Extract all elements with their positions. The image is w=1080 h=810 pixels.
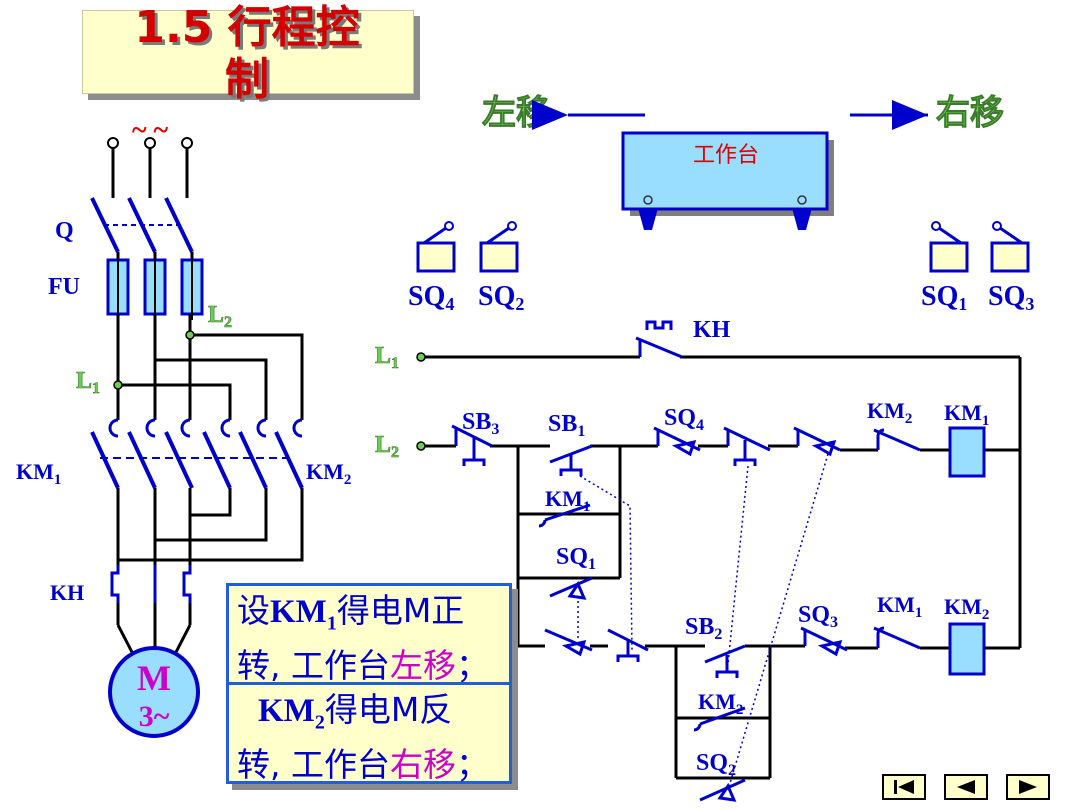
label-sq2-top: SQ2 — [478, 281, 524, 314]
button-sb1 — [549, 444, 593, 476]
contact-sb1-nc — [607, 628, 649, 662]
contact-km1-interlock — [873, 626, 921, 650]
label-sb1: SB1 — [548, 411, 585, 440]
motor-label-m: M — [137, 658, 171, 698]
work-table-diagram: 左移 右移 工作台 SQ4 SQ2 SQ1 SQ3 — [408, 93, 1034, 314]
label-l2-control: L2 — [375, 432, 399, 461]
label-km1-hold: KM1 — [545, 486, 590, 515]
label-km2-power: KM2 — [306, 459, 351, 488]
motor-m: M 3~ — [108, 646, 200, 738]
thermal-relay-kh — [110, 565, 192, 603]
label-l1-power: L1 — [76, 368, 100, 397]
label-km2-interlock: KM2 — [867, 398, 912, 427]
label-sq4-control: SQ4 — [664, 405, 704, 434]
label-sq1-top: SQ1 — [921, 281, 967, 314]
contact-sq4 — [653, 426, 701, 457]
label-l2-power: L2 — [208, 302, 232, 331]
limit-switch-sq2 — [479, 221, 519, 273]
label-km2-coil: KM2 — [944, 594, 989, 623]
coil-km2 — [948, 622, 986, 676]
label-fu: FU — [48, 274, 80, 300]
label-sq3-top: SQ3 — [988, 281, 1034, 314]
label-km1-interlock: KM1 — [877, 592, 922, 621]
fuses-fu — [106, 254, 204, 320]
label-right-move: 右移 — [936, 93, 1004, 133]
workbench-box — [621, 131, 829, 211]
coil-km1 — [948, 426, 986, 478]
contact-sq2-rung2 — [544, 628, 593, 657]
label-left-move: 左移 — [482, 93, 550, 133]
power-circuit: ~ ~ Q — [16, 115, 351, 738]
title-line-1: 1.5 行程控 — [134, 2, 360, 53]
label-kh-power: KH — [50, 580, 84, 605]
label-km1-coil: KM1 — [944, 400, 989, 429]
label-l1-control: L1 — [375, 343, 399, 372]
motor-label-3phase: 3~ — [139, 700, 170, 733]
label-sq4-top: SQ4 — [408, 281, 454, 314]
note-km1-forward: 设KM1得电M正 转, 工作台左移； — [226, 583, 512, 685]
contact-km1-hold — [538, 503, 591, 528]
contact-sq3-rung1 — [793, 426, 841, 457]
previous-slide-button[interactable] — [944, 774, 988, 800]
label-sb3: SB3 — [462, 409, 499, 438]
limit-switch-sq1 — [929, 221, 969, 273]
km1-main-contacts — [90, 431, 194, 489]
button-sb2 — [704, 644, 746, 678]
label-kh-control: KH — [693, 317, 731, 343]
limit-switch-sq3 — [990, 221, 1030, 273]
contact-km2-interlock — [873, 428, 921, 452]
contact-sq2 — [699, 778, 746, 802]
contact-arcs — [108, 418, 303, 438]
label-km2-hold: KM2 — [698, 689, 743, 718]
supply-terminals — [107, 137, 193, 149]
title-line-2: 制 — [225, 54, 269, 105]
mechanical-linkages — [577, 453, 829, 791]
limit-switch-sq4 — [416, 221, 456, 273]
contact-sb2-nc — [723, 426, 771, 466]
note-km2-reverse: KM2得电M反 转, 工作台右移； — [226, 682, 512, 784]
label-sb2: SB2 — [685, 614, 722, 643]
first-slide-button[interactable] — [882, 774, 926, 800]
contact-km2-hold — [693, 706, 746, 732]
label-km1-power: KM1 — [16, 459, 61, 488]
page-title: 1.5 行程控 制 — [82, 2, 412, 106]
km2-main-contacts — [202, 431, 304, 489]
label-sq1-control: SQ1 — [556, 544, 596, 573]
kh-nc-contact — [635, 320, 683, 359]
label-sq3-control: SQ3 — [798, 602, 838, 631]
contact-sq1 — [549, 576, 593, 600]
button-sb3 — [451, 424, 493, 466]
control-circuit: L1 L2 KH — [375, 317, 1022, 802]
workbench-label: 工作台 — [693, 143, 759, 168]
title-box — [82, 10, 414, 94]
next-slide-button[interactable] — [1006, 774, 1050, 800]
label-q: Q — [55, 218, 74, 244]
contact-sq3 — [800, 626, 848, 657]
label-sq2-control: SQ2 — [696, 750, 736, 779]
